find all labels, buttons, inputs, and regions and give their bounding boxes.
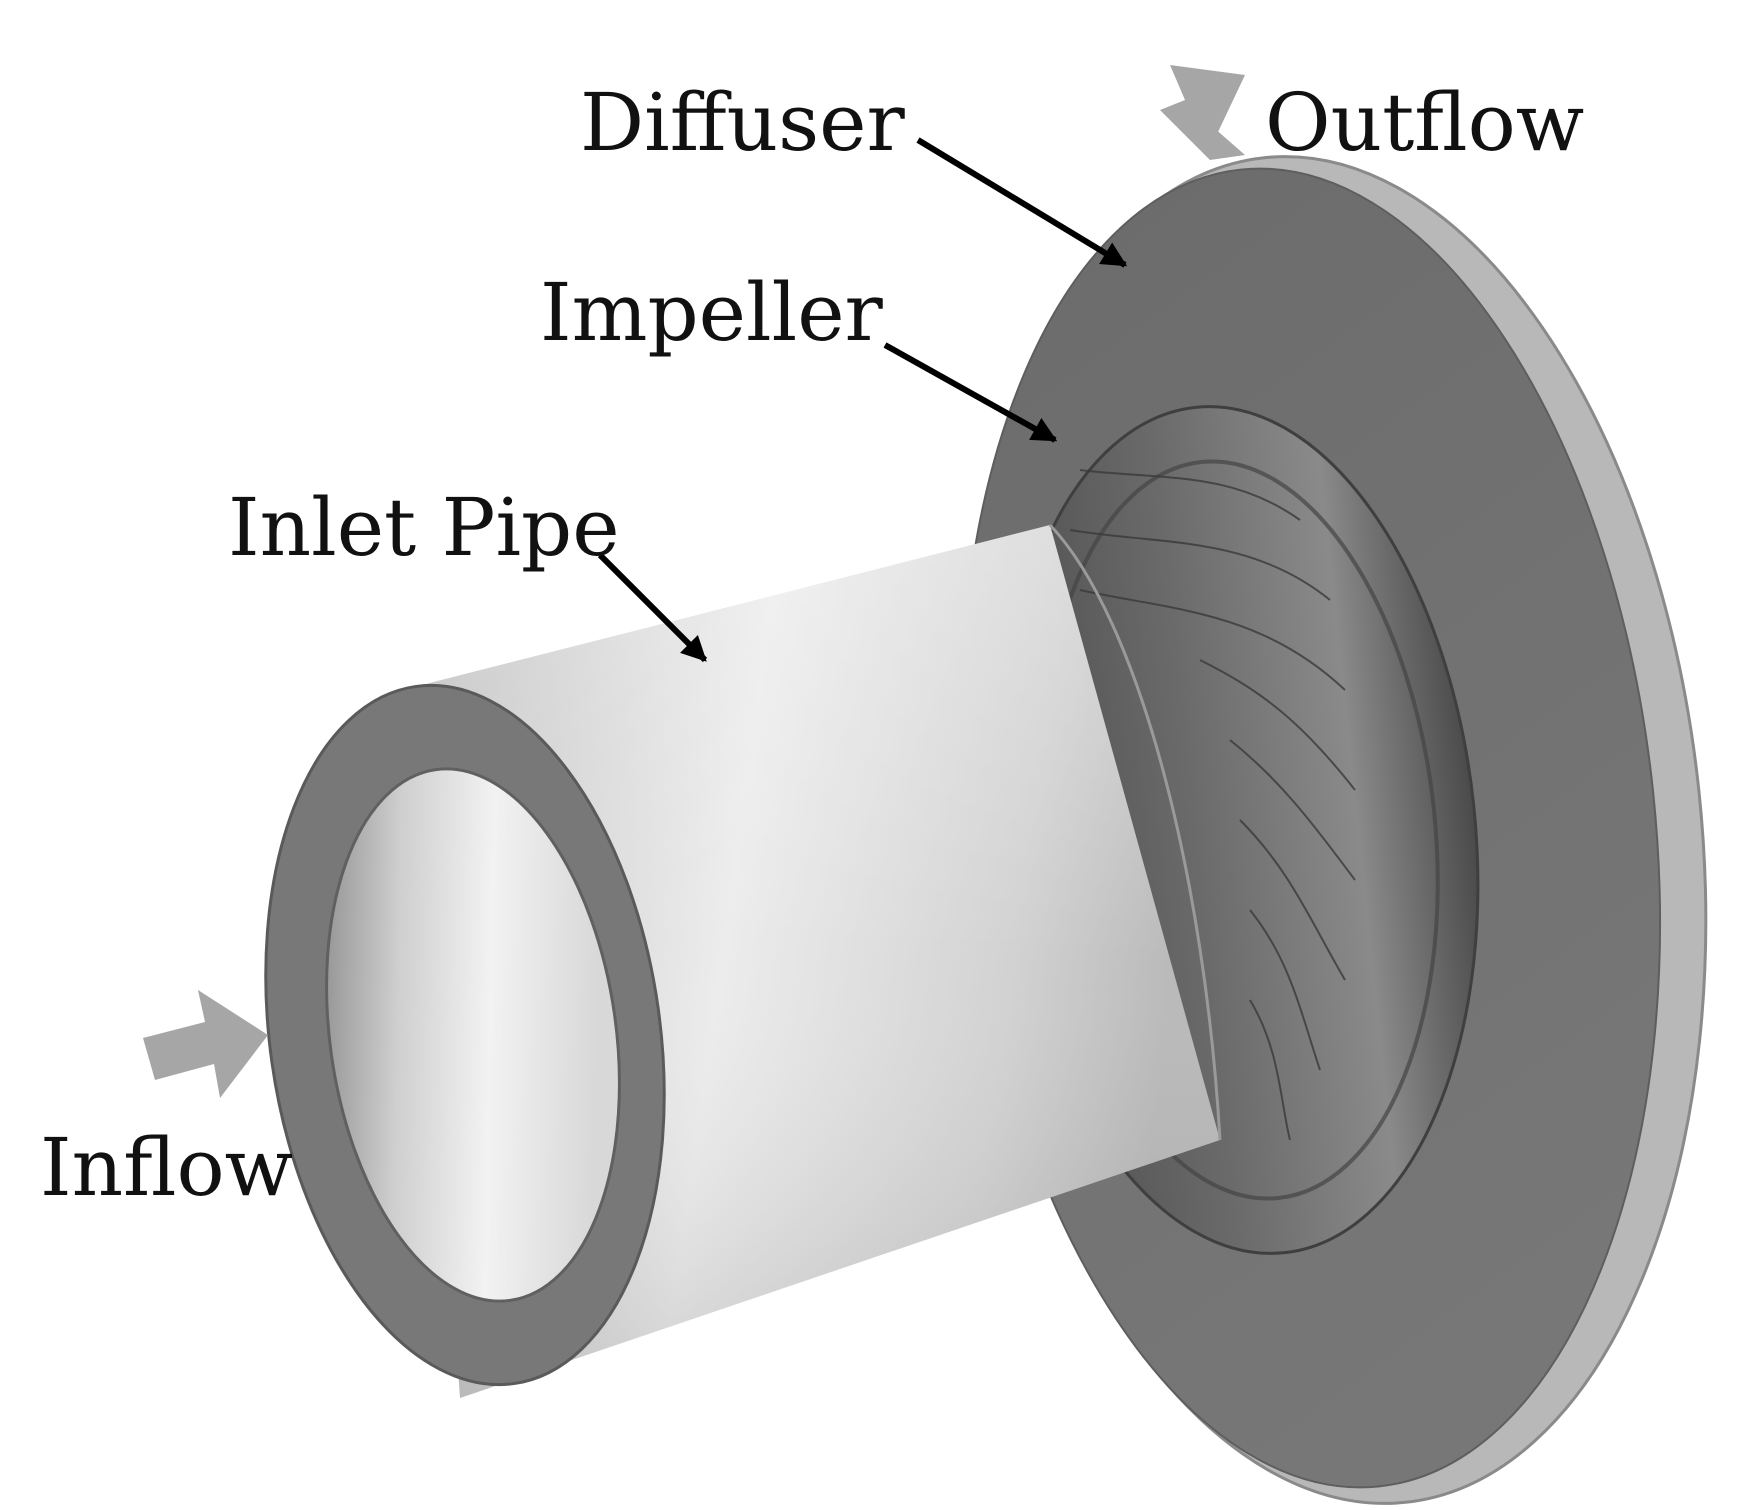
outflow-arrow — [1160, 65, 1245, 160]
label-impeller: Impeller — [540, 266, 884, 359]
inlet-pipe-leader — [597, 552, 708, 663]
impeller-leader — [883, 342, 1058, 443]
impeller-blades — [1069, 469, 1356, 1141]
inflow-arrow — [143, 990, 268, 1098]
flow-arrow-icon — [143, 990, 268, 1098]
label-outflow: Outflow — [1265, 76, 1584, 169]
inlet-pipe-far-edge — [1048, 523, 1222, 1141]
label-diffuser: Diffuser — [580, 76, 905, 169]
diffuser-leader — [916, 137, 1128, 268]
leader-arrows — [597, 137, 1128, 663]
flow-arrow-icon — [1160, 65, 1245, 160]
inlet-pipe — [264, 523, 1222, 1398]
inlet-pipe-bore — [325, 767, 621, 1303]
label-inflow: Inflow — [40, 1121, 293, 1214]
label-inlet-pipe: Inlet Pipe — [228, 481, 620, 574]
